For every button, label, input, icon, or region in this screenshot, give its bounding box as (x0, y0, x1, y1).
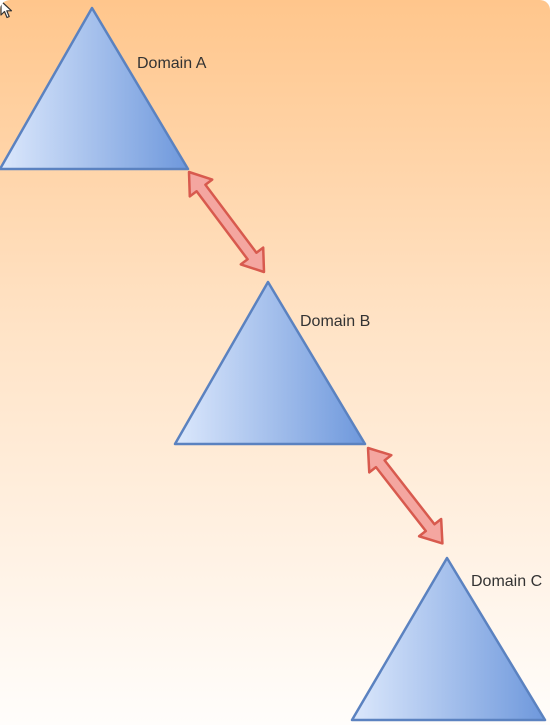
domain-b-triangle[interactable] (173, 280, 367, 446)
domain-c-label: Domain C (471, 573, 543, 590)
double-arrow-shape (187, 170, 266, 274)
domain-b-label: Domain B (300, 313, 371, 330)
domain-c-triangle[interactable] (350, 556, 547, 722)
arrow-b-c[interactable] (357, 439, 454, 552)
arrow-a-b[interactable] (178, 164, 275, 281)
domain-a-triangle[interactable] (0, 6, 190, 171)
double-arrow-shape (366, 446, 444, 545)
domain-a-label: Domain A (137, 55, 207, 72)
mouse-pointer-icon (0, 0, 13, 19)
